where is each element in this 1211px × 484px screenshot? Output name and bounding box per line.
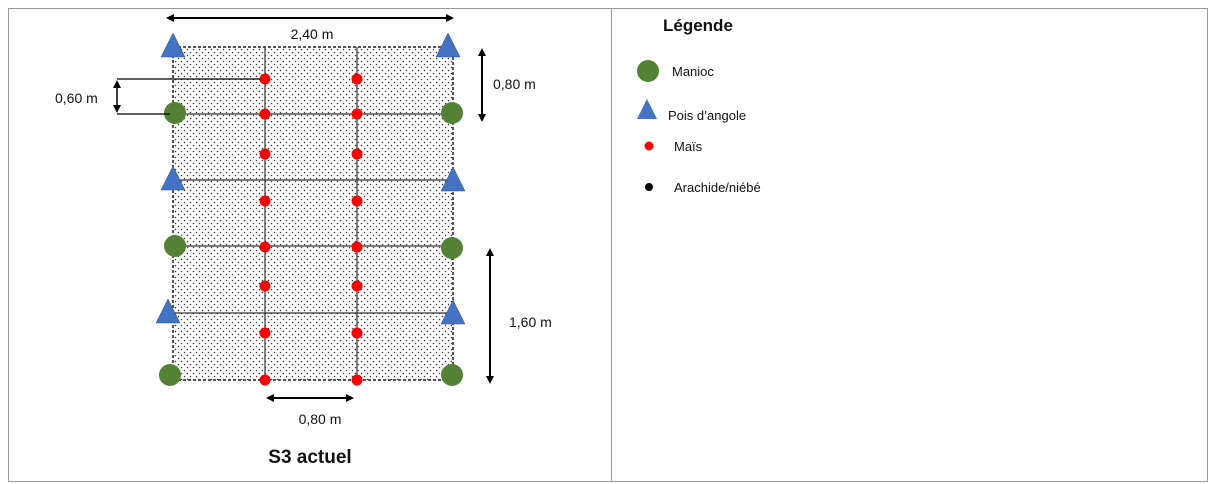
dim-left-spacing-label: 0,60 m — [55, 90, 98, 106]
legend-label-mais: Maïs — [674, 139, 703, 154]
mais-plant — [259, 73, 271, 85]
mais-plant — [351, 280, 363, 292]
mais-plant — [351, 241, 363, 253]
pois-plant — [160, 165, 186, 191]
pois-dangole-plants — [155, 32, 466, 325]
panel-divider — [611, 8, 612, 482]
grid-lines — [173, 47, 453, 380]
outer-frame — [8, 8, 1208, 482]
mais-plant — [351, 73, 363, 85]
dimension-right-top: 0,80 m — [478, 48, 536, 122]
pois-plant — [160, 32, 186, 58]
arachide-legend-icon — [645, 183, 653, 191]
mais-plant — [351, 108, 363, 120]
mais-plant — [351, 195, 363, 207]
legend-label-pois: Pois d’angole — [668, 108, 746, 123]
legend-title: Légende — [663, 16, 733, 35]
dimension-left-spacing: 0,60 m — [55, 78, 260, 115]
legend: Légende Manioc Pois d’angole Maïs Arachi… — [637, 16, 761, 195]
dimension-bottom-spacing: 0,80 m — [266, 394, 354, 427]
manioc-plant — [441, 364, 463, 386]
diagram-title: S3 actuel — [268, 447, 351, 468]
mais-plant — [259, 148, 271, 160]
mais-legend-icon — [644, 141, 654, 151]
dim-bottom-spacing-label: 0,80 m — [299, 411, 342, 427]
manioc-legend-icon — [637, 60, 659, 82]
dimension-right-bottom: 1,60 m — [486, 248, 552, 384]
mais-plant — [259, 241, 271, 253]
pois-legend-icon — [637, 99, 657, 119]
mais-plant — [351, 327, 363, 339]
legend-label-manioc: Manioc — [672, 64, 714, 79]
manioc-plant — [441, 237, 463, 259]
dim-right-top-label: 0,80 m — [493, 76, 536, 92]
dim-top-width-label: 2,40 m — [291, 26, 334, 42]
manioc-plant — [159, 364, 181, 386]
mais-plant — [259, 374, 271, 386]
legend-label-arachide: Arachide/niébé — [674, 180, 761, 195]
pois-plant — [155, 298, 181, 324]
manioc-plant — [164, 235, 186, 257]
plot-field — [172, 46, 454, 381]
mais-plant — [351, 148, 363, 160]
pois-plant — [440, 166, 466, 192]
pois-plant — [440, 299, 466, 325]
dim-right-bottom-label: 1,60 m — [509, 314, 552, 330]
mais-plants — [259, 73, 363, 386]
pois-plant — [435, 32, 461, 58]
dimension-top-width: 2,40 m — [166, 14, 454, 42]
manioc-plants — [159, 102, 463, 386]
mais-plant — [259, 280, 271, 292]
manioc-plant — [164, 102, 186, 124]
mais-plant — [351, 374, 363, 386]
mais-plant — [259, 327, 271, 339]
manioc-plant — [441, 102, 463, 124]
mais-plant — [259, 108, 271, 120]
mais-plant — [259, 195, 271, 207]
